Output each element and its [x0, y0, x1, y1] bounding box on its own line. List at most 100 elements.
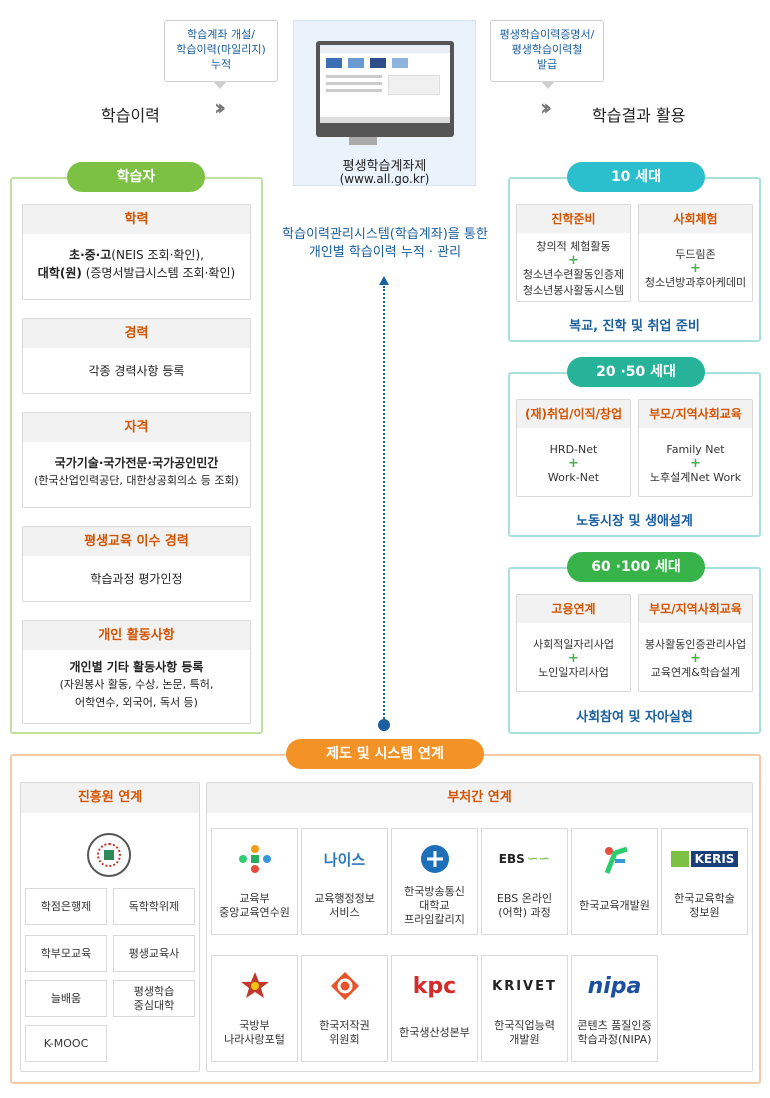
card-title: 진학준비 — [517, 205, 630, 233]
site-name: 평생학습계좌제 — [342, 159, 427, 174]
system-link-pill: 제도 및 시스템 연계 — [286, 739, 484, 769]
nipa-logo-icon: nipa — [572, 970, 657, 1002]
activity-text: 개인별 기타 활동사항 등록 — [69, 660, 204, 674]
gen-60-100-panel: 고용연계 사회적일자리사업 + 노인일자리사업 부모/지역사회교육 봉사활동인증… — [508, 567, 761, 734]
gen-card: 사회체험 두드림존 + 청소년방과후아케데미 — [638, 204, 753, 302]
org-keris[interactable]: KERIS 한국교육학술 정보원 — [661, 828, 748, 935]
org-knou[interactable]: 한국방송통신 대학교 프라임칼리지 — [391, 828, 478, 935]
license-card: 자격 국가기술·국가전문·국가공인민간 (한국산업인력공단, 대한상공회의소 등… — [22, 412, 251, 508]
callout-line: 누적 — [210, 58, 232, 71]
org-name: 한국교육개발원 — [579, 898, 650, 912]
education-univ-note: (증명서발급시스템 조회·확인) — [81, 266, 236, 280]
credit-bank-button[interactable]: 학점은행제 — [25, 888, 107, 925]
plus-icon: + — [690, 456, 701, 471]
gen-item: 창의적 체험활동 — [536, 240, 611, 253]
up-arrow-icon — [379, 276, 389, 285]
plus-icon: + — [690, 651, 701, 666]
org-nipa[interactable]: nipa 콘텐츠 품질인증 학습과정(NIPA) — [571, 955, 658, 1062]
nile-emblem-icon — [87, 833, 131, 877]
gen-card: (재)취업/이직/창업 HRD-Net + Work-Net — [516, 399, 631, 497]
krivet-logo-text: KRIVET — [492, 978, 557, 994]
org-name: 한국교육학술 정보원 — [674, 891, 735, 919]
plus-icon: + — [690, 261, 701, 276]
lifelong-edu-card: 평생교육 이수 경력 학습과정 평가인정 — [22, 526, 251, 602]
neulbaeum-button[interactable]: 늘배움 — [25, 980, 107, 1017]
ebs-logo-icon: EBS∽∽ — [498, 851, 551, 867]
plus-icon: + — [568, 651, 579, 666]
plus-icon: + — [568, 253, 579, 268]
learner-pill: 학습자 — [67, 162, 205, 192]
education-school-note: (NEIS 조회·확인), — [111, 248, 204, 262]
knou-logo-icon — [392, 843, 477, 875]
org-name: 한국저작권 위원회 — [319, 1018, 370, 1046]
gen-card: 고용연계 사회적일자리사업 + 노인일자리사업 — [516, 594, 631, 692]
org-copyright[interactable]: 한국저작권 위원회 — [301, 955, 388, 1062]
learning-history-title: 학습이력 — [101, 106, 160, 125]
lifelong-edu-text: 학습과정 평가인정 — [90, 572, 183, 586]
institute-link-panel: 진흥원 연계 학점은행제 독학학위제 학부모교육 평생교육사 늘배움 평생학습 … — [20, 782, 200, 1072]
gen-item: 청소년방과후아케데미 — [644, 276, 747, 289]
mnd-logo-icon — [212, 970, 297, 1002]
org-ebs[interactable]: EBS∽∽ EBS 온라인 (어학) 과정 — [481, 828, 568, 935]
gen-10-panel: 진학준비 창의적 체험활동 + 청소년수련활동인증제 청소년봉사활동시스템 사회… — [508, 177, 761, 342]
panel-title: 부처간 연계 — [207, 783, 752, 813]
gen-footer: 노동시장 및 생애설계 — [576, 514, 693, 529]
org-neis[interactable]: 나이스 교육행정정보 서비스 — [301, 828, 388, 935]
org-krivet[interactable]: KRIVET 한국직업능력 개발원 — [481, 955, 568, 1062]
parent-education-button[interactable]: 학부모교육 — [25, 935, 107, 972]
site-description: 학습이력관리시스템(학습계좌)을 통한 개인별 학습이력 누적 · 관리 — [280, 226, 490, 262]
callout-line: 학습이력(마일리지) — [176, 43, 266, 56]
gen-item: 청소년수련활동인증제 — [522, 268, 625, 281]
card-title: 부모/지역사회교육 — [639, 400, 752, 428]
org-moe[interactable]: 교육부 중앙교육연수원 — [211, 828, 298, 935]
license-text: 국가기술·국가전문·국가공인민간 — [54, 456, 219, 470]
gen-item: Work-Net — [547, 471, 600, 484]
callout-line: 평생학습이력증명서/ — [499, 28, 595, 41]
org-name: 교육행정정보 서비스 — [314, 891, 375, 919]
card-title: 경력 — [23, 319, 250, 348]
career-card: 경력 각종 경력사항 등록 — [22, 318, 251, 394]
krivet-logo-icon: KRIVET — [482, 970, 567, 1002]
learner-panel: 학력 초·중·고(NEIS 조회·확인), 대학(원) (증명서발급시스템 조회… — [10, 177, 263, 734]
lifelong-univ-button[interactable]: 평생학습 중심대학 — [113, 980, 195, 1017]
gen-card: 부모/지역사회교육 Family Net + 노후설계Net Work — [638, 399, 753, 497]
kpc-logo-icon: kpc — [392, 970, 477, 1002]
org-kedi[interactable]: 한국교육개발원 — [571, 828, 658, 935]
gen-item: 봉사활동인증관리사업 — [644, 638, 747, 651]
chevron-right-icon: ›› — [214, 96, 226, 121]
ministry-link-panel: 부처간 연계 교육부 중앙교육연수원 나이스 교육행정정보 서비스 한국방송통신… — [206, 782, 753, 1072]
kedi-logo-icon — [572, 843, 657, 875]
lifelong-learning-account-site[interactable]: 평생학습계좌제 (www.all.go.kr) — [293, 20, 476, 186]
desc-line: 학습이력관리시스템(학습계좌)을 통한 — [282, 227, 488, 242]
system-link-panel: 진흥원 연계 학점은행제 독학학위제 학부모교육 평생교육사 늘배움 평생학습 … — [10, 754, 761, 1084]
lifelong-educator-button[interactable]: 평생교육사 — [113, 935, 195, 972]
neis-logo-icon: 나이스 — [302, 843, 387, 875]
card-title: 부모/지역사회교육 — [639, 595, 752, 623]
gen-10-pill: 10 세대 — [567, 162, 705, 192]
chevron-right-icon: ›› — [540, 96, 552, 121]
copyright-logo-icon — [302, 970, 387, 1002]
callout-line: 발급 — [536, 58, 558, 71]
org-name: EBS 온라인 (어학) 과정 — [496, 891, 553, 919]
org-kpc[interactable]: kpc 한국생산성본부 — [391, 955, 478, 1062]
site-url[interactable]: (www.all.go.kr) — [339, 172, 430, 186]
license-note: (한국산업인력공단, 대한상공회의소 등 조회) — [34, 474, 239, 487]
card-title: (재)취업/이직/창업 — [517, 400, 630, 428]
org-name: 한국방송통신 대학교 프라임칼리지 — [404, 884, 465, 926]
org-name: 한국직업능력 개발원 — [494, 1018, 555, 1046]
org-mnd[interactable]: 국방부 나라사랑포털 — [211, 955, 298, 1062]
org-name: 교육부 중앙교육연수원 — [219, 891, 290, 919]
plus-icon: + — [568, 456, 579, 471]
gen-item: 두드림존 — [675, 248, 716, 261]
kmooc-button[interactable]: K-MOOC — [25, 1025, 107, 1062]
education-univ: 대학(원) — [37, 266, 82, 280]
moe-logo-icon — [212, 843, 297, 875]
gen-item: Family Net — [666, 443, 725, 456]
connector-dot — [378, 719, 390, 731]
monitor-icon — [316, 41, 454, 137]
callout-line: 학습계좌 개설/ — [187, 28, 255, 41]
self-study-degree-button[interactable]: 독학학위제 — [113, 888, 195, 925]
dotted-connector — [383, 286, 385, 722]
education-card: 학력 초·중·고(NEIS 조회·확인), 대학(원) (증명서발급시스템 조회… — [22, 204, 251, 300]
activity-note: 어학연수, 외국어, 독서 등) — [75, 696, 198, 709]
